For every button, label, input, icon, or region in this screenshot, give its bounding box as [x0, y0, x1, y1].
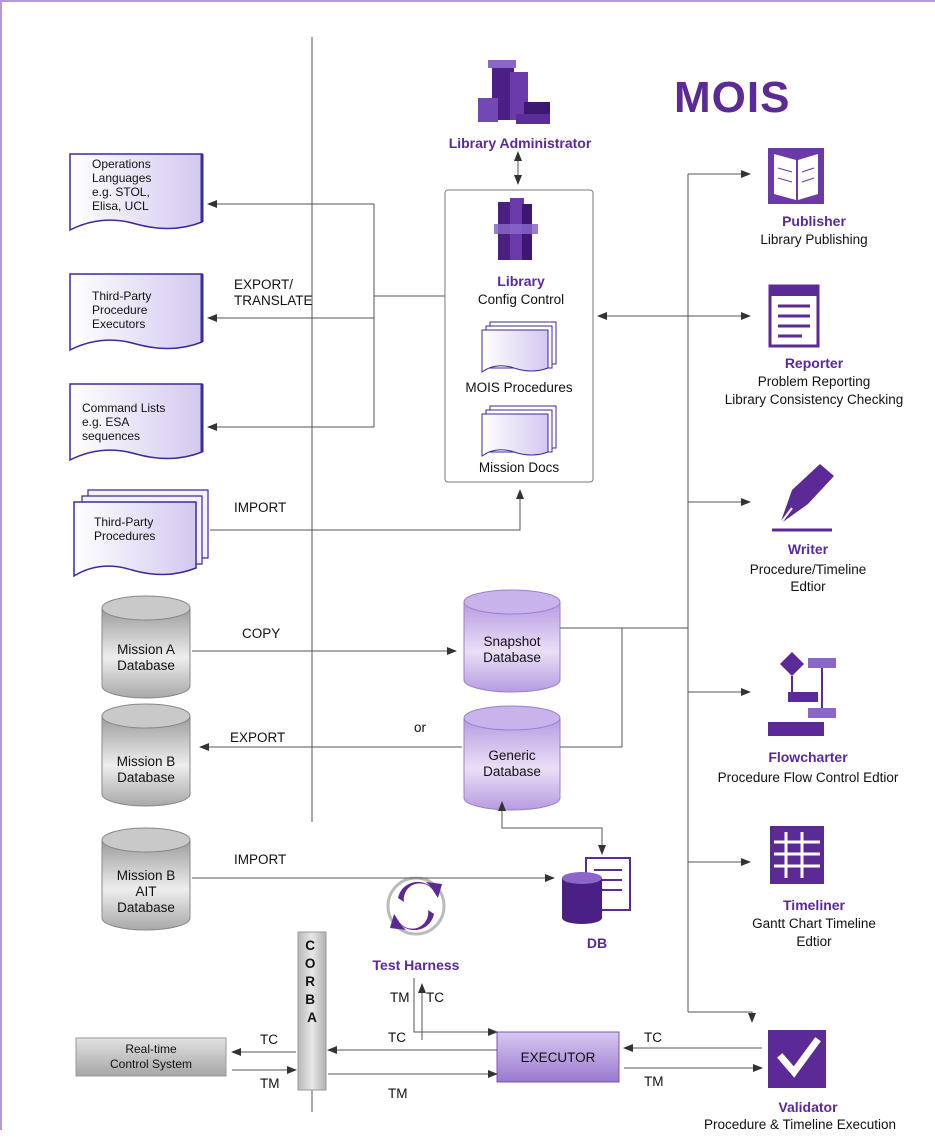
flowcharter-desc: Procedure Flow Control Edtior [718, 770, 899, 785]
mission-docs-icon [481, 405, 557, 457]
flowchart-icon [768, 652, 836, 736]
tm-label-harness: TM [390, 990, 410, 1005]
export-translate-label: EXPORT/TRANSLATE [234, 277, 313, 308]
export-label-2: EXPORT [230, 730, 285, 745]
corba-bar: C O R B A [297, 931, 327, 1091]
import-label-2: IMPORT [234, 852, 286, 867]
pen-icon [768, 464, 834, 532]
library-administrator-label: Library Administrator [449, 135, 592, 151]
copy-label: COPY [242, 626, 280, 641]
library-title: Library [497, 273, 545, 289]
or-label: or [414, 720, 427, 735]
brand-logo: MOIS [674, 73, 790, 122]
test-harness-label: Test Harness [373, 957, 460, 973]
library-subtitle: Config Control [478, 292, 564, 307]
tm-label-validator: TM [644, 1074, 664, 1089]
writer-title: Writer [788, 541, 829, 557]
validator-title: Validator [778, 1099, 838, 1115]
notepad-icon [768, 284, 820, 348]
validator-desc: Procedure & Timeline Execution [704, 1117, 896, 1132]
mois-procedures-docs [481, 321, 557, 373]
tm-label-corba: TM [388, 1086, 408, 1101]
svg-text:EXECUTOR: EXECUTOR [521, 1050, 596, 1065]
db-icon [562, 857, 631, 924]
test-harness-icon [386, 876, 446, 936]
library-books-icon [494, 198, 538, 260]
gantt-icon [770, 826, 824, 884]
checkmark-icon [768, 1030, 826, 1088]
import-label-1: IMPORT [234, 500, 286, 515]
tc-label-rtcs: TC [260, 1032, 278, 1047]
publisher-title: Publisher [782, 213, 846, 229]
tc-label-validator: TC [644, 1030, 662, 1045]
db-label: DB [587, 935, 607, 951]
executor-box: EXECUTOR [496, 1031, 620, 1083]
tc-label-corba: TC [388, 1030, 406, 1045]
flowcharter-title: Flowcharter [768, 749, 848, 765]
timeliner-title: Timeliner [783, 897, 846, 913]
svg-text:C O R B: C O R B A [305, 938, 319, 1025]
tc-label-harness: TC [426, 990, 444, 1005]
tm-label-rtcs: TM [260, 1076, 280, 1091]
reporter-title: Reporter [785, 355, 844, 371]
mois-procedures-label: MOIS Procedures [465, 380, 573, 395]
book-icon [768, 148, 824, 204]
publisher-desc: Library Publishing [760, 232, 867, 247]
mission-docs-label: Mission Docs [479, 460, 560, 475]
server-stack-icon [478, 60, 550, 124]
